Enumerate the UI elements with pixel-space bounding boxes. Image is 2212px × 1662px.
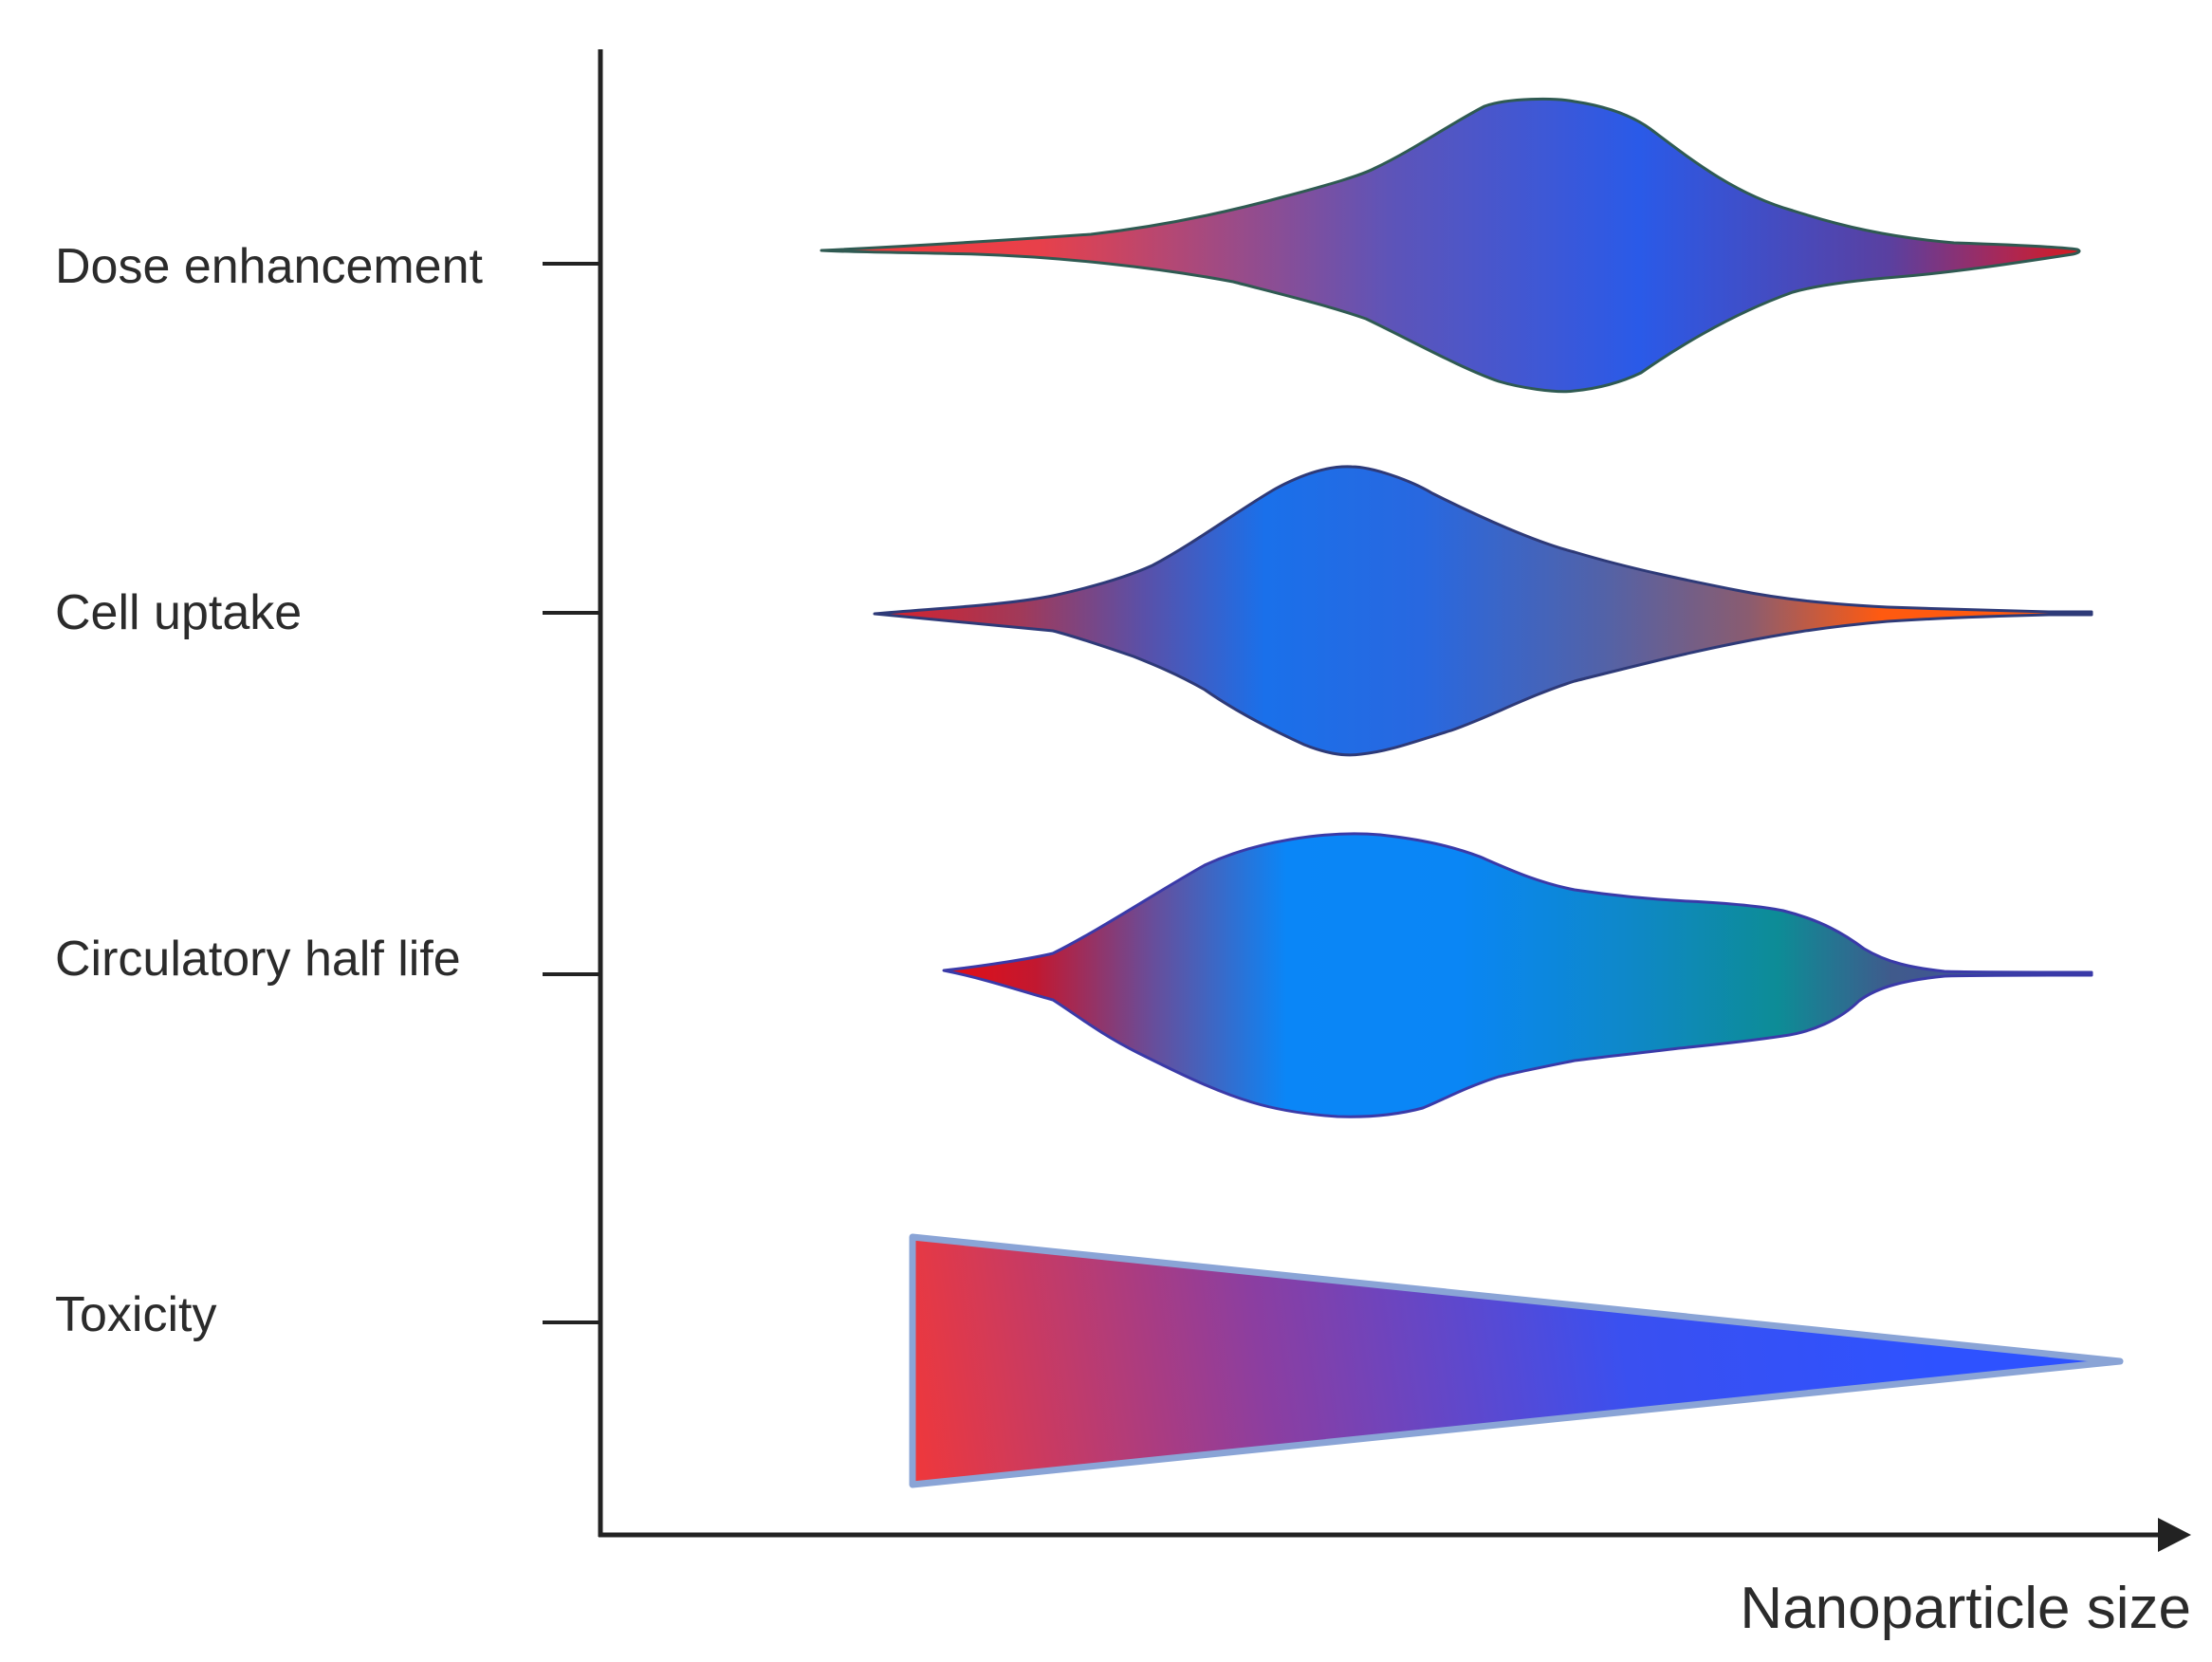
row-label-circulatory-half-life: Circulatory half life (55, 932, 461, 987)
row-label-dose-enhancement: Dose enhancement (55, 239, 483, 294)
x-axis-label: Nanoparticle size (1740, 1576, 2191, 1641)
toxicity-wedge (909, 1233, 2124, 1488)
row-label-cell-uptake: Cell uptake (55, 585, 303, 640)
x-axis-arrowhead (2158, 1518, 2191, 1552)
violin-dose-enhancement (820, 97, 2081, 394)
violin-cell-uptake (873, 465, 2093, 757)
violin-circulatory-half-life (942, 832, 2093, 1118)
row-label-toxicity: Toxicity (55, 1287, 217, 1342)
